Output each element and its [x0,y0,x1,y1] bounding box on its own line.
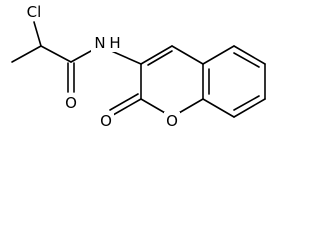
bond-alpha-carbon-chlorine [33,21,42,47]
bond-c3-c4-inner [147,50,173,66]
amide-oxygen-label-background [63,94,79,112]
bond-c8-c8a [202,98,235,118]
bond-c7-c8-inner [233,95,260,111]
ring-oxygen-label-background [164,112,180,130]
nitrogen-label-background [91,34,125,52]
amide-hydrogen-label: H [109,34,120,52]
bond-c5-c6-inner [233,52,260,68]
ring-oxygen-label: O [166,112,178,130]
chlorine-label: Cl [27,3,42,21]
bond-c2-carbonyl-oxygen [112,98,142,116]
structure-diagram: Cl N H O O O [11,3,266,130]
bond-c2-carbonyl-oxygen-double [109,93,139,111]
bond-c4a-c5 [202,45,235,65]
amide-oxygen-label: O [65,94,77,112]
bond-methyl-alpha-carbon [11,45,42,63]
chlorine-label-background [22,3,46,21]
bond-alpha-carbon-carbonyl-carbon [40,45,72,63]
bond-c4-c4a [171,45,204,65]
bond-c7-c8 [233,98,266,118]
amide-nitrogen-label: N [94,34,105,52]
lactone-carbonyl-oxygen-label: O [100,112,112,130]
bond-c3-c4 [140,45,173,65]
lactone-oxygen-label-background [98,112,114,130]
bond-c5-c6 [233,45,266,65]
